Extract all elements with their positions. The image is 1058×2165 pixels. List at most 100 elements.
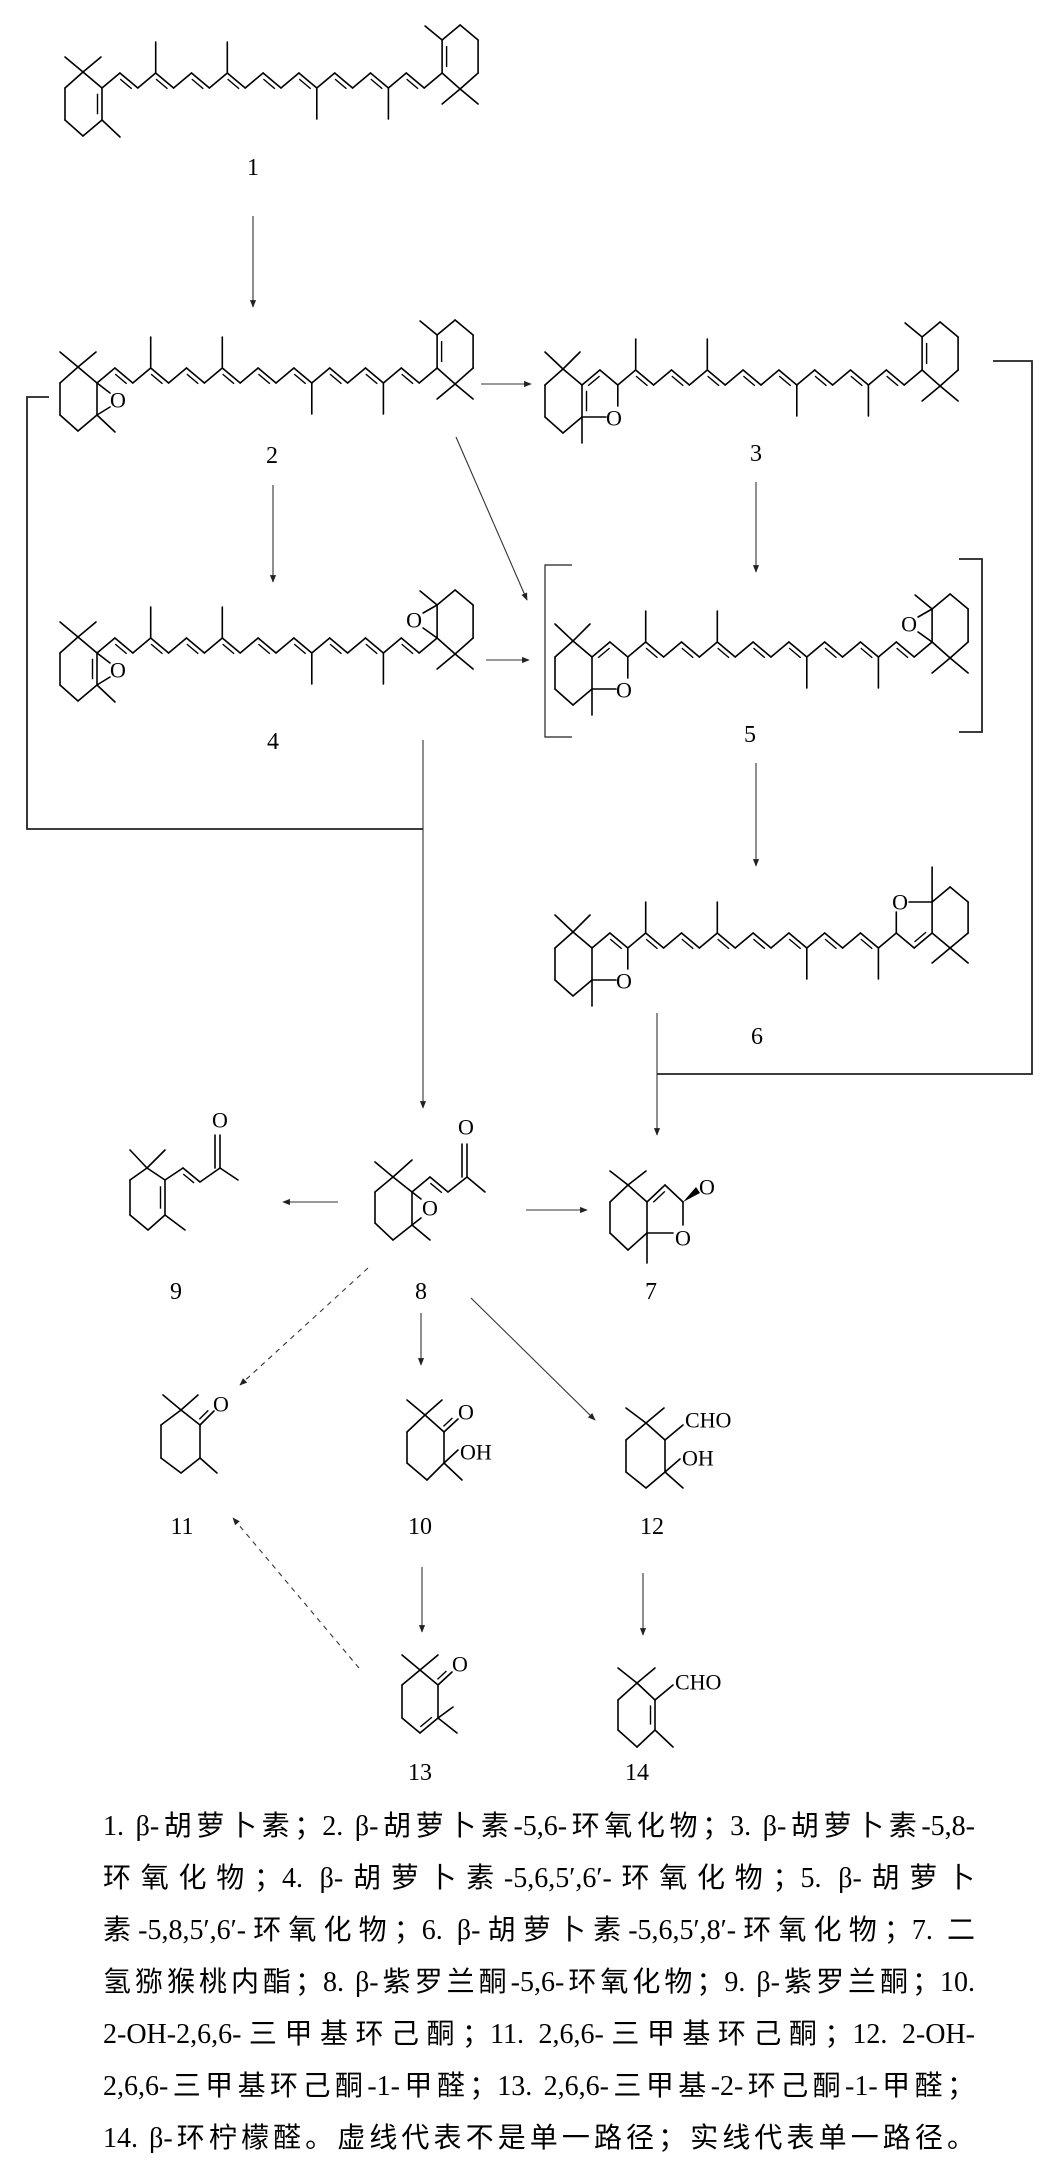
bond-line	[114, 637, 134, 654]
bond-line	[64, 56, 84, 73]
double-bond-line	[186, 373, 199, 385]
bond-line	[688, 369, 709, 386]
bond-line	[59, 414, 79, 432]
molecule-8-beta-ionone-epoxide: OO	[374, 1115, 486, 1241]
bond-line	[96, 684, 116, 703]
bond-line	[262, 72, 282, 89]
bond-line	[346, 637, 367, 654]
bond-line	[562, 351, 581, 370]
oxygen-atom-label: O	[892, 890, 908, 915]
bond-line	[77, 414, 98, 432]
bond-line	[849, 369, 870, 386]
double-bond-line	[370, 78, 383, 90]
molecule-7-dihydroactinidiolide: OO	[609, 1170, 715, 1264]
double-bond-line	[752, 938, 766, 950]
double-bond-line	[198, 1409, 209, 1420]
bond-line	[572, 688, 593, 706]
bond-line	[625, 1471, 647, 1489]
bond-line	[788, 932, 808, 949]
bond-line	[544, 368, 564, 386]
bond-line	[429, 1176, 449, 1193]
bond-line	[636, 1729, 656, 1748]
bond-line	[149, 367, 170, 384]
double-bond-line	[788, 647, 802, 659]
double-bond-line	[334, 78, 347, 90]
double-bond-line	[401, 373, 414, 385]
bond-line	[364, 367, 385, 384]
molecule-14-beta-cyclocitral: CHO	[617, 1667, 721, 1748]
bond-line	[167, 637, 188, 654]
double-bond-line	[742, 375, 756, 387]
bond-line	[859, 641, 880, 658]
bond-line	[96, 382, 111, 394]
double-bond-line	[298, 78, 312, 90]
double-bond-line	[896, 647, 909, 659]
double-bond-line	[681, 938, 694, 950]
bond-line	[146, 1167, 166, 1181]
bond-line	[664, 1471, 684, 1489]
bond-line	[436, 367, 456, 385]
bond-line	[96, 414, 116, 433]
bond-line	[244, 72, 264, 89]
bond-line	[164, 1214, 186, 1231]
bond-line	[364, 637, 385, 654]
bond-line	[443, 1462, 463, 1481]
bond-line	[119, 72, 139, 89]
oxygen-atom-label: O	[458, 1400, 474, 1425]
bond-line	[572, 931, 593, 949]
bond-line	[437, 1706, 454, 1719]
compound-number-label: 14	[625, 1760, 649, 1786]
double-bond-line	[406, 78, 419, 90]
bond-line	[275, 637, 295, 654]
bond-line	[913, 932, 933, 949]
bond-line	[931, 641, 951, 659]
compound-number-label: 11	[170, 1514, 193, 1540]
bond-line	[447, 1176, 468, 1193]
double-bond-line	[707, 375, 720, 387]
bond-line	[654, 1729, 674, 1748]
bond-line	[454, 589, 474, 606]
bond-line	[203, 637, 224, 654]
double-bond-line	[429, 1182, 443, 1194]
double-bond-line	[150, 643, 163, 655]
bond-line	[931, 593, 951, 610]
bond-line	[706, 369, 727, 386]
bond-line	[406, 1414, 426, 1433]
bond-line	[351, 72, 372, 89]
bond-line	[591, 641, 611, 658]
bond-line	[636, 1667, 656, 1684]
wedge-bond	[683, 1187, 700, 1202]
bond-line	[903, 369, 923, 386]
double-bond-line	[114, 373, 128, 385]
bond-line	[154, 72, 175, 89]
bond-line	[424, 25, 443, 41]
double-bond-line	[257, 373, 271, 385]
bond-line	[137, 72, 157, 89]
bond-line	[419, 1717, 439, 1734]
bond-line	[419, 590, 438, 606]
bond-line	[562, 368, 583, 386]
double-bond-line	[227, 78, 240, 90]
bond-line	[626, 932, 647, 949]
bond-line	[466, 1176, 486, 1193]
bond-line	[436, 319, 456, 336]
molecule-13: O	[401, 1652, 468, 1734]
hydroxyl-label: OH	[460, 1440, 492, 1465]
bond-line	[645, 1422, 666, 1441]
bond-line	[422, 604, 438, 614]
bond-line	[459, 72, 479, 90]
bond-line	[670, 369, 691, 386]
bond-line	[77, 366, 98, 384]
double-bond-line	[293, 643, 307, 655]
bond-line	[132, 367, 152, 384]
double-bond-line	[222, 373, 235, 385]
bond-line	[554, 688, 574, 706]
caption-line: 环氧化物；4. β-胡萝卜素-5,6,5′,6′-环氧化物；5. β-胡萝卜	[103, 1863, 975, 1894]
double-bond-line	[752, 647, 766, 659]
bond-line	[734, 641, 754, 658]
caption-line: 1. β-胡萝卜素；2. β-胡萝卜素-5,6-环氧化物；3. β-胡萝卜素-5…	[103, 1811, 975, 1842]
bond-line	[742, 369, 762, 386]
bond-line	[939, 385, 959, 402]
double-bond-line	[186, 643, 199, 655]
bond-line	[724, 369, 744, 386]
